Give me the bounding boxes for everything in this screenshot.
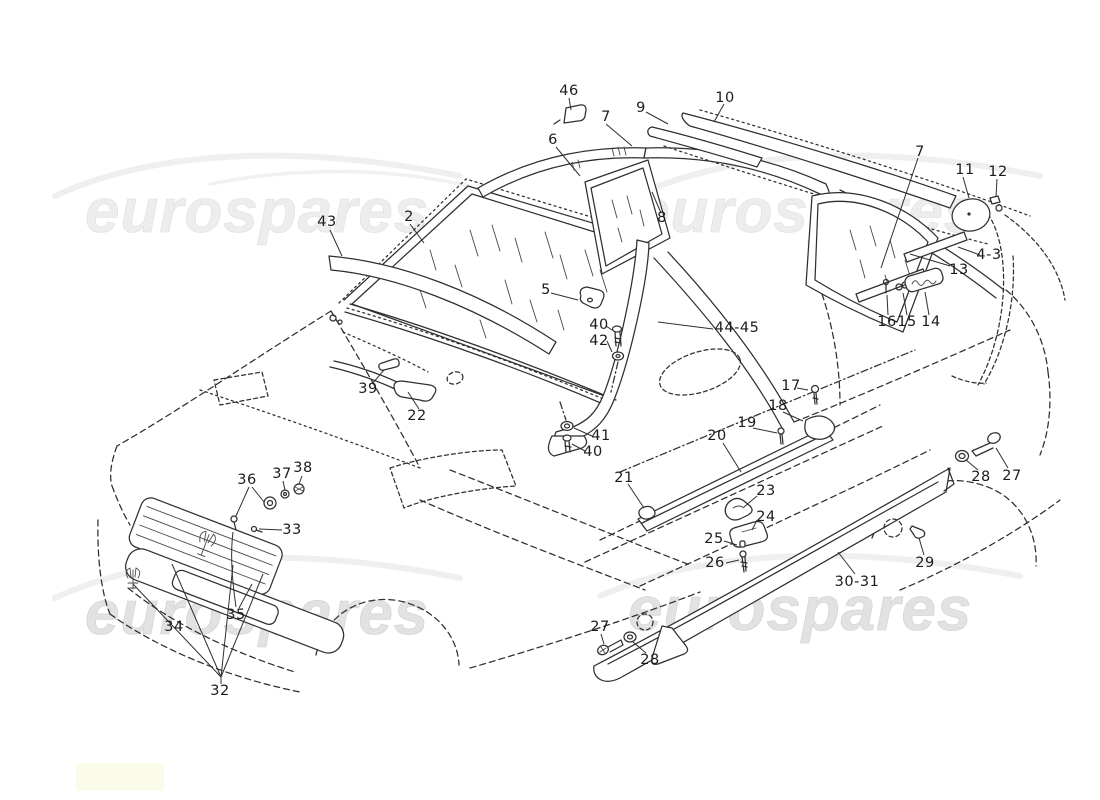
part-label-26-32[interactable]: 26: [705, 555, 725, 571]
part-label-14-15[interactable]: 14: [921, 314, 941, 330]
part-label-37-40[interactable]: 37: [272, 466, 292, 482]
screw-40-upper: [611, 325, 623, 347]
part-label-28-38[interactable]: 28: [640, 652, 660, 668]
washer-42: [611, 351, 625, 361]
part-label-38-41[interactable]: 38: [293, 460, 313, 476]
windshield-upper-moulding: [328, 255, 557, 355]
part-label-7-1[interactable]: 7: [601, 109, 611, 125]
quarter-belt-moulding-upper: [903, 231, 968, 263]
maserati-trident-icon: [197, 530, 216, 557]
part-label-42-18[interactable]: 42: [589, 333, 609, 349]
part-label-17-28[interactable]: 17: [781, 378, 801, 394]
side-skirt-30-31: [593, 467, 955, 682]
screw-19: [777, 427, 785, 445]
part-label-32-45[interactable]: 32: [210, 683, 230, 699]
part-label-7-8[interactable]: 7: [915, 144, 925, 160]
part-label-16-13[interactable]: 16: [877, 314, 897, 330]
part-label-40-17[interactable]: 40: [589, 317, 609, 333]
part-label-15-14[interactable]: 15: [897, 314, 917, 330]
fuel-lid-hinge-bolt: [989, 195, 1003, 212]
part-label-22-21[interactable]: 22: [407, 408, 427, 424]
part-label-30-31-33[interactable]: 30-31: [834, 574, 880, 590]
grille-fasteners: [230, 483, 305, 533]
part-label-18-27[interactable]: 18: [768, 398, 788, 414]
part-label-36-39[interactable]: 36: [237, 472, 257, 488]
part-label-2-6[interactable]: 2: [404, 209, 414, 225]
part-label-19-26[interactable]: 19: [737, 415, 757, 431]
part-label-5-16[interactable]: 5: [541, 282, 551, 298]
washer-41: [560, 420, 574, 432]
part-label-4-3-11[interactable]: 4-3: [976, 247, 1002, 263]
sill-moulding-20: [637, 415, 836, 532]
fasteners-16-15: [882, 278, 909, 294]
part-label-29-34[interactable]: 29: [915, 555, 935, 571]
part-label-39-20[interactable]: 39: [358, 381, 378, 397]
clip-46: [563, 104, 587, 124]
part-label-27-37[interactable]: 27: [590, 619, 610, 635]
clip-5: [579, 286, 605, 309]
watermark-top-left: eurospares: [52, 152, 472, 246]
screw-40-lower: [562, 434, 572, 453]
glass-hatching: [419, 224, 608, 339]
part-label-44-45-19[interactable]: 44-45: [714, 320, 760, 336]
part-label-46-0[interactable]: 46: [559, 83, 579, 99]
fuel-filler-lid: [951, 198, 991, 232]
part-label-40-23[interactable]: 40: [583, 444, 603, 460]
part-label-10-3[interactable]: 10: [715, 90, 735, 106]
part-label-41-22[interactable]: 41: [591, 428, 611, 444]
rear-quarter-window: [805, 192, 939, 333]
part-label-8-5[interactable]: 8: [657, 210, 667, 226]
part-label-25-31[interactable]: 25: [704, 531, 724, 547]
part-label-6-4[interactable]: 6: [548, 132, 558, 148]
windshield-lower-moulding: [344, 303, 617, 408]
trident-emblem-34: [125, 567, 141, 590]
part-label-9-2[interactable]: 9: [636, 100, 646, 116]
bracket-23: [724, 497, 753, 521]
wiper-arm-22: [329, 360, 437, 402]
part-label-23-29[interactable]: 23: [756, 483, 776, 499]
clip-29: [909, 525, 926, 539]
bolt-27-right: [971, 432, 1001, 457]
part-label-43-7[interactable]: 43: [317, 214, 337, 230]
screws-25-26: [739, 540, 748, 573]
logo-remnant: [76, 763, 164, 791]
script-badge-14: [904, 267, 944, 293]
part-label-20-25[interactable]: 20: [707, 428, 727, 444]
washer-jet-39: [378, 358, 400, 371]
screw-17: [810, 384, 820, 405]
leader-lines: [132, 97, 1009, 684]
part-label-21-24[interactable]: 21: [614, 470, 634, 486]
watermark-text: eurospares: [85, 177, 429, 246]
part-label-13-12[interactable]: 13: [949, 262, 969, 278]
part-label-11-9[interactable]: 11: [955, 162, 975, 178]
part-label-33-42[interactable]: 33: [282, 522, 302, 538]
washer-28-right: [954, 449, 970, 463]
part-label-27-36[interactable]: 27: [1002, 468, 1022, 484]
washer-28-left: [623, 631, 637, 643]
screw-27-left: [597, 639, 624, 656]
part-label-28-35[interactable]: 28: [971, 469, 991, 485]
part-label-35-43[interactable]: 35: [226, 607, 246, 623]
bracket-24: [729, 520, 768, 548]
part-label-24-30[interactable]: 24: [756, 509, 776, 525]
part-label-12-10[interactable]: 12: [988, 164, 1008, 180]
part-label-34-44[interactable]: 34: [164, 619, 184, 635]
